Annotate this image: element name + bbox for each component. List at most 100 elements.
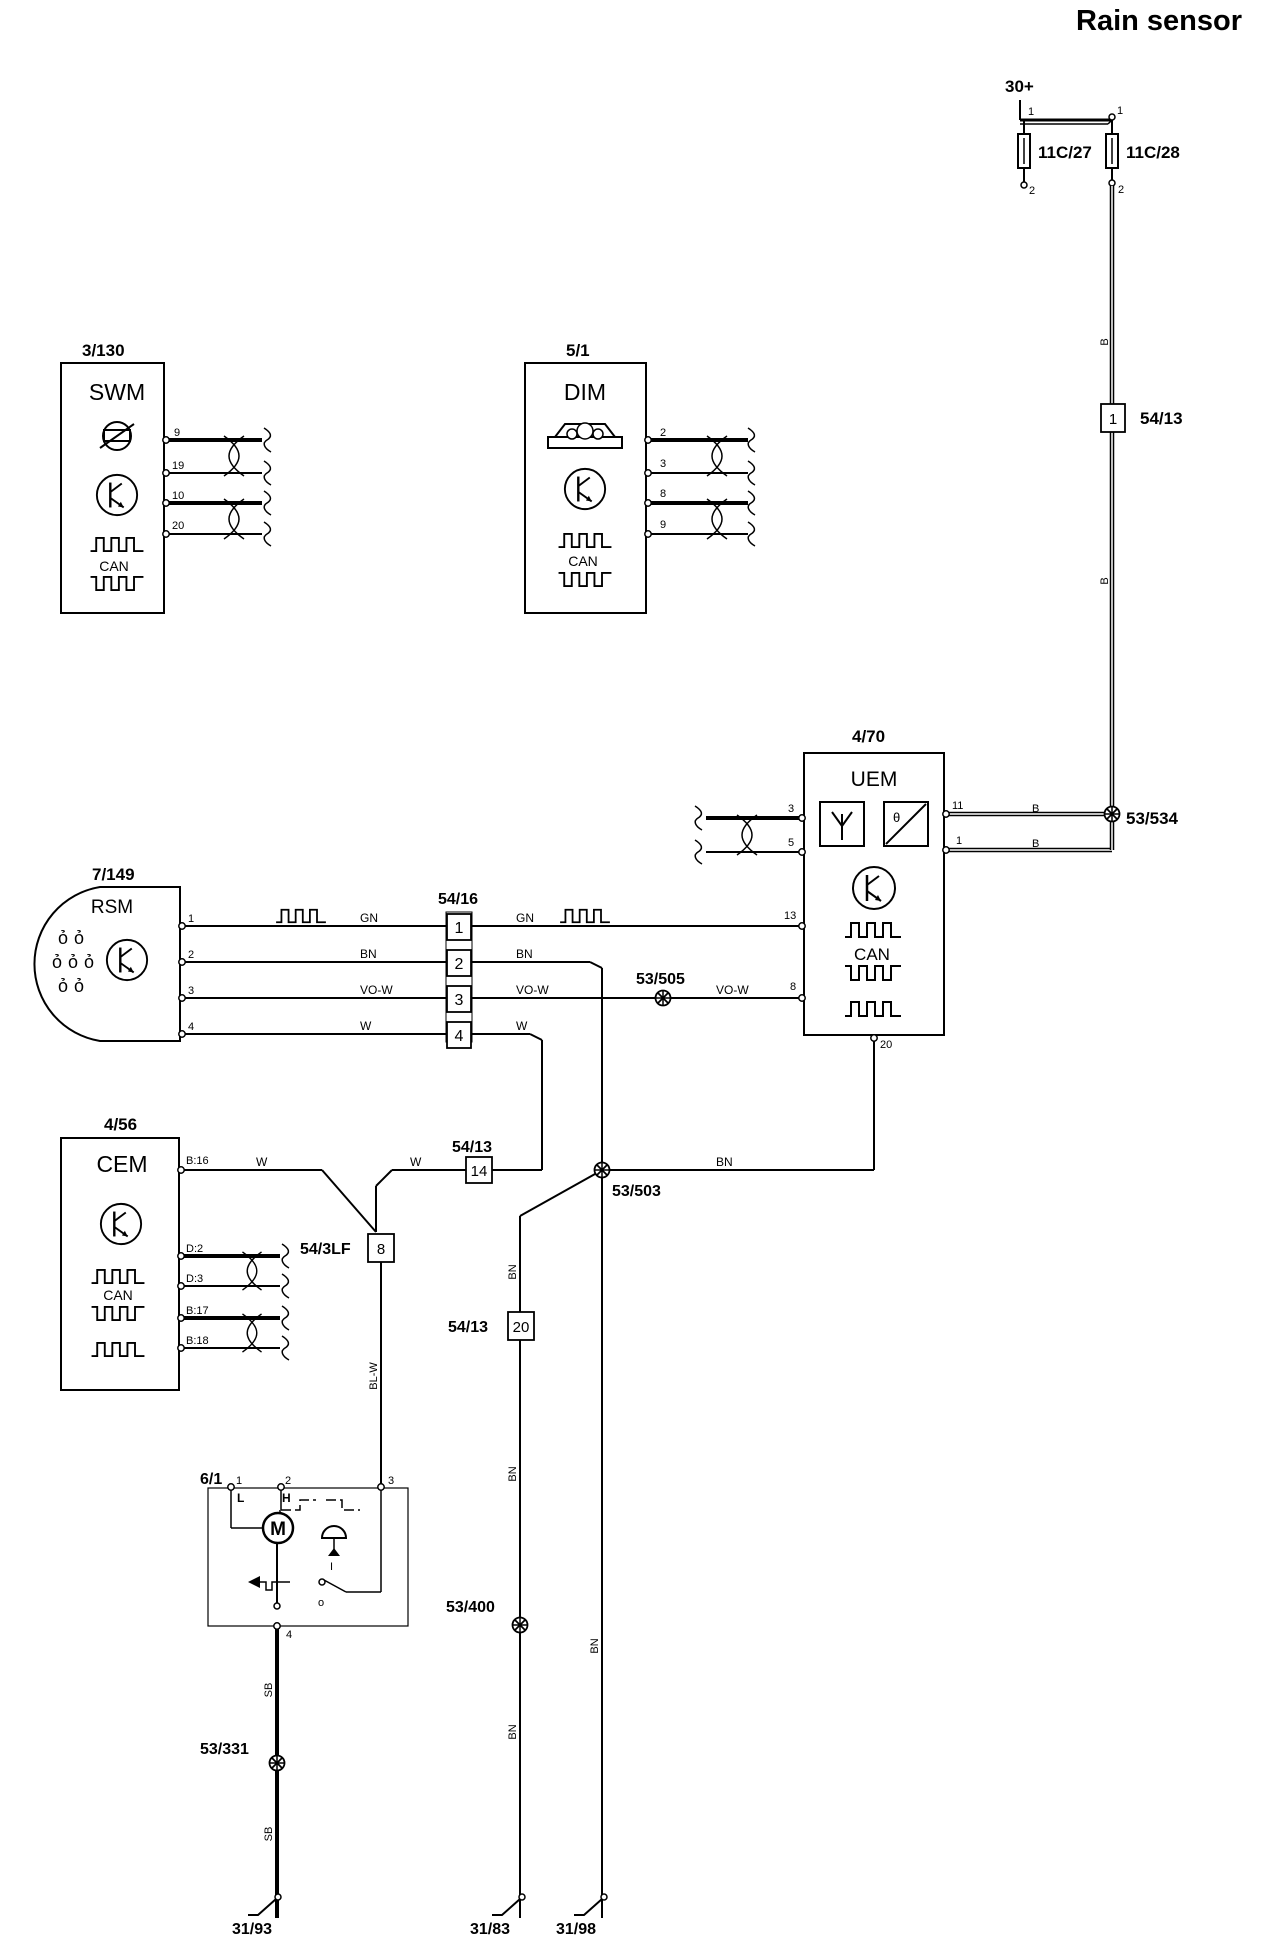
wire-color-b-2: B <box>1099 577 1111 584</box>
cem-pin-b18: B:18 <box>177 1335 280 1352</box>
dim-pin-9: 9 <box>644 519 748 538</box>
gn-signal-pulse-icon <box>559 908 611 924</box>
cem-pin-b18-label: B:18 <box>186 1335 209 1347</box>
motor-pin-4-label: 4 <box>286 1629 292 1641</box>
swm-pin-20: 20 <box>162 520 262 538</box>
wire-b-vertical: B B <box>1099 186 1115 812</box>
connector-54-16-label: 54/16 <box>438 891 478 908</box>
connector-54-13-mid-pin: 14 <box>471 1163 488 1180</box>
wire-color-w-3: W <box>256 1155 268 1169</box>
wire-color-b-4: B <box>1032 838 1039 850</box>
ground-31-98: 31/98 <box>556 1893 608 1938</box>
cem-transistor-icon <box>99 1202 143 1246</box>
fuse-11c28-pin-top: 1 <box>1117 105 1123 117</box>
fuse-11c27-pin-top: 1 <box>1028 106 1034 118</box>
connector-54-16-pin-3: 3 <box>455 992 464 1009</box>
splice-53-534-label: 53/534 <box>1126 809 1179 828</box>
svg-text:ỏ: ỏ <box>84 952 94 972</box>
uem-pin-3: 3 <box>706 803 806 822</box>
dim-pin-2-label: 2 <box>660 427 666 439</box>
module-dim: 5/1 DIM CAN 2 3 8 <box>524 341 756 614</box>
connector-54-13-low: 20 54/13 <box>448 1311 535 1341</box>
swm-pin-9-label: 9 <box>174 427 180 439</box>
wire-color-vow-1: VO-W <box>360 983 393 997</box>
cem-pin-b16: B:16 W <box>177 1155 377 1233</box>
rsm-pin-2-label: 2 <box>188 949 194 961</box>
swm-can-label: CAN <box>99 558 129 574</box>
wire-color-sb-1: SB <box>263 1683 275 1698</box>
wire-color-vow-3: VO-W <box>716 983 749 997</box>
uem-pin-1: 1 B <box>942 814 1115 854</box>
fuse-11c27-label: 11C/27 <box>1038 143 1092 162</box>
wire-color-b-1: B <box>1099 338 1111 345</box>
uem-pin-3-label: 3 <box>788 803 794 815</box>
rsm-ref: 7/149 <box>92 865 135 884</box>
wire-color-w-4: W <box>410 1155 422 1169</box>
swm-pin-20-label: 20 <box>172 520 184 532</box>
svg-text:ỏ: ỏ <box>74 928 84 948</box>
wire-color-bn-5: BN <box>507 1466 519 1481</box>
splice-53-503-icon <box>593 1161 611 1179</box>
wire-color-gn-2: GN <box>516 911 534 925</box>
gn-signal-pulse-icon <box>275 908 327 924</box>
connector-54-13-mid-label: 54/13 <box>452 1139 492 1156</box>
uem-pin-11: 11 B <box>942 800 1112 818</box>
motor-low-label: L <box>237 1491 244 1505</box>
antenna-icon <box>819 801 865 847</box>
dim-ref: 5/1 <box>566 341 590 360</box>
temperature-sensor-icon: θ <box>883 801 929 847</box>
svg-text:ỏ: ỏ <box>68 952 78 972</box>
fuse-11c28-pin-bottom: 2 <box>1118 184 1124 196</box>
ground-31-93: 31/93 <box>232 1893 282 1938</box>
uem-twisted-pair-icon <box>736 814 758 856</box>
swm-pin-10-label: 10 <box>172 490 184 502</box>
supply-label: 30+ <box>1005 77 1034 96</box>
dim-pin-2: 2 <box>644 427 748 444</box>
wire-color-bn-1: BN <box>360 947 377 961</box>
swm-transistor-icon <box>95 473 139 517</box>
cem-ref: 4/56 <box>104 1115 137 1134</box>
dim-pin-9-label: 9 <box>660 519 666 531</box>
motor-ground-wire: SB SB 53/331 <box>200 1629 286 1918</box>
cem-pin-d3: D:3 <box>177 1273 280 1290</box>
connector-54-13-mid: W 14 54/13 <box>375 1139 493 1232</box>
wire-color-gn-1: GN <box>360 911 378 925</box>
rsm-pin-3-label: 3 <box>188 985 194 997</box>
motor-high-label: H <box>282 1491 291 1505</box>
uem-pin-20-wire: BN 53/503 BN BN BN BN <box>507 1041 875 1918</box>
connector-54-13-top-label: 54/13 <box>1140 409 1183 428</box>
motor-icon: M <box>261 1511 295 1545</box>
wire-color-bn-3: BN <box>716 1155 733 1169</box>
ground-31-93-label: 31/93 <box>232 1921 272 1938</box>
swm-pin-10: 10 <box>162 490 262 507</box>
module-uem: 4/70 UEM θ CAN 3 5 <box>694 727 1179 1051</box>
splice-53-400-label: 53/400 <box>446 1599 495 1616</box>
steering-wheel-icon <box>99 421 135 451</box>
svg-text:ỏ: ỏ <box>52 952 62 972</box>
swm-pin-19-label: 19 <box>172 460 184 472</box>
wiper-motor: 6/1 1 2 3 L H M I o <box>200 1471 409 1641</box>
splice-53-400-icon <box>511 1616 529 1634</box>
wire-color-bn-6: BN <box>507 1724 519 1739</box>
uem-ref: 4/70 <box>852 727 885 746</box>
cem-pin-b16-label: B:16 <box>186 1155 209 1167</box>
dim-name: DIM <box>564 379 606 405</box>
wire-color-b-3: B <box>1032 803 1039 815</box>
fuse-11c28: 1 2 11C/28 <box>1105 105 1180 196</box>
uem-pin-13-label: 13 <box>784 910 796 922</box>
uem-pin-11-label: 11 <box>952 800 963 812</box>
uem-name: UEM <box>851 768 898 791</box>
dim-pin-3-label: 3 <box>660 458 666 470</box>
connector-54-13-low-label: 54/13 <box>448 1319 488 1336</box>
fuse-11c27: 1 2 11C/27 <box>1017 106 1092 197</box>
dim-pin-8: 8 <box>644 488 748 507</box>
rsm-wiring: 1 GN GN 2 BN BN 3 VO-W VO-W VO-W 53/505 … <box>178 908 806 1918</box>
wire-color-w-1: W <box>360 1019 372 1033</box>
connector-54-3lf-pin: 8 <box>377 1241 385 1258</box>
wire-color-bn-4: BN <box>507 1264 519 1279</box>
connector-54-3lf-label: 54/3LF <box>300 1241 351 1258</box>
cem-name: CEM <box>96 1151 147 1177</box>
svg-text:θ: θ <box>893 810 900 825</box>
